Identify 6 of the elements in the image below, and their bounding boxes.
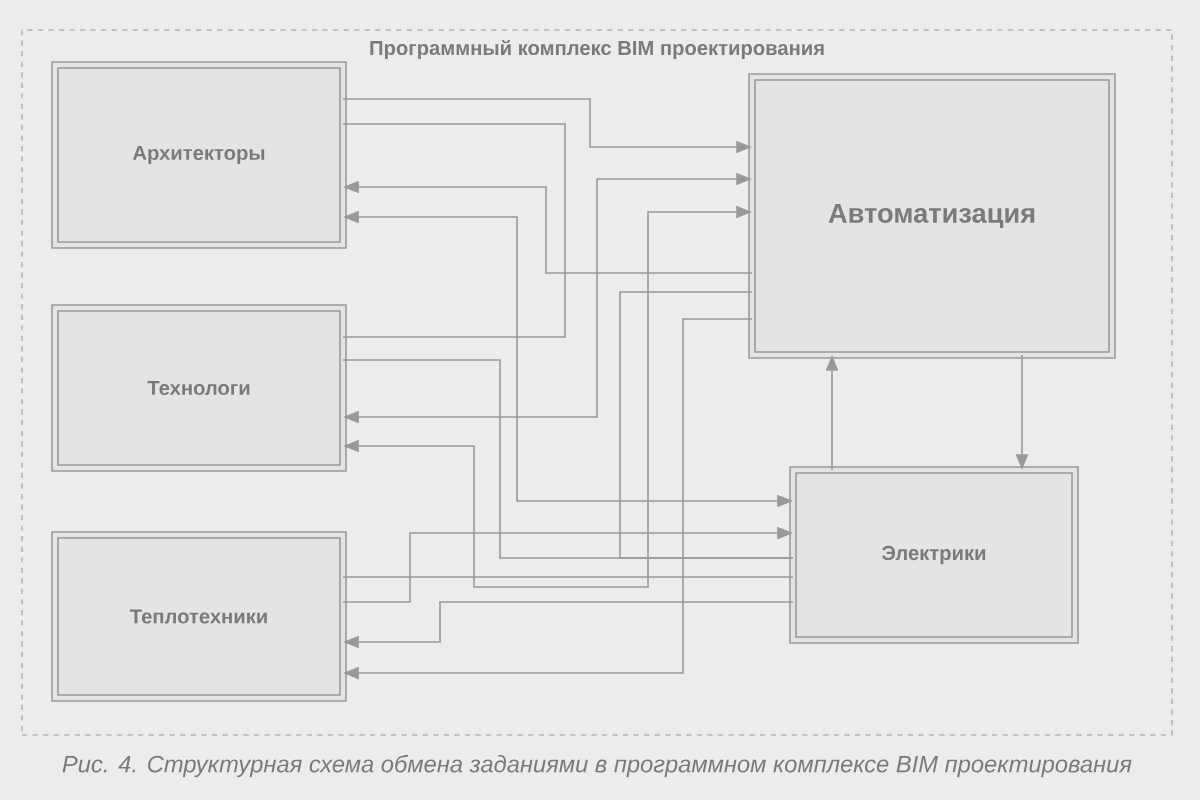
process-box: Теплотехники	[51, 531, 347, 702]
process-box: Технологи	[51, 304, 347, 472]
caption: Рис. 4. Структурная схема обмена заданиями в программном комплексе BIM проектирования	[62, 754, 1132, 778]
process-box: Архитекторы	[51, 61, 347, 249]
process-box: Электрики	[789, 466, 1079, 644]
process-box: Автоматизация	[748, 73, 1116, 359]
